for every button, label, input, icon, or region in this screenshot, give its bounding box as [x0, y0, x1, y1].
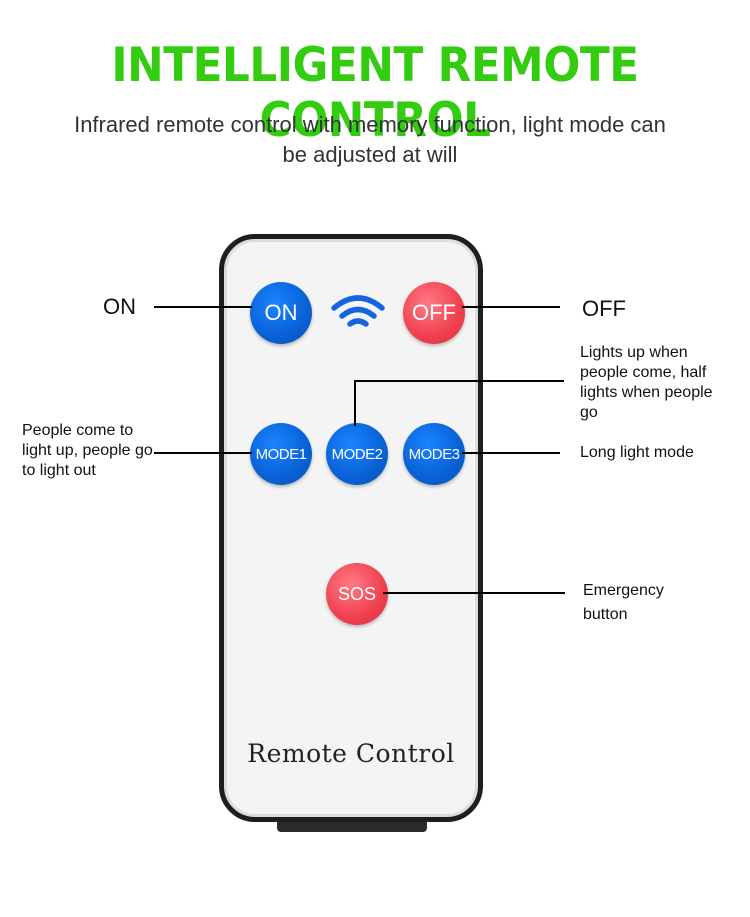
mode3-callout-line — [462, 452, 560, 454]
headline: INTELLIGENT REMOTE CONTROL — [111, 38, 639, 148]
off-button[interactable]: OFF — [403, 282, 465, 344]
mode3-callout: Long light mode — [580, 444, 694, 461]
sos-callout-line — [383, 592, 565, 594]
mode2-callout-line-horizontal — [354, 380, 564, 382]
off-callout: OFF — [582, 296, 626, 321]
mode1-callout: People come to light up, people go to li… — [22, 422, 153, 479]
on-callout-line — [154, 306, 252, 308]
on-button[interactable]: ON — [250, 282, 312, 344]
mode2-callout: Lights up when people come, half lights … — [580, 344, 713, 421]
mode3-button[interactable]: MODE3 — [403, 423, 465, 485]
mode1-button[interactable]: MODE1 — [250, 423, 312, 485]
mode2-callout-line-vertical — [354, 380, 356, 426]
remote-label: Remote Control — [247, 739, 455, 768]
on-callout: ON — [103, 294, 136, 319]
sos-callout: Emergency button — [583, 582, 664, 623]
wifi-signal-icon — [331, 295, 385, 327]
off-callout-line — [462, 306, 560, 308]
sos-button[interactable]: SOS — [326, 563, 388, 625]
subtitle: Infrared remote control with memory func… — [74, 112, 666, 167]
remote-battery-compartment — [277, 822, 427, 832]
mode2-button[interactable]: MODE2 — [326, 423, 388, 485]
mode1-callout-line — [154, 452, 252, 454]
